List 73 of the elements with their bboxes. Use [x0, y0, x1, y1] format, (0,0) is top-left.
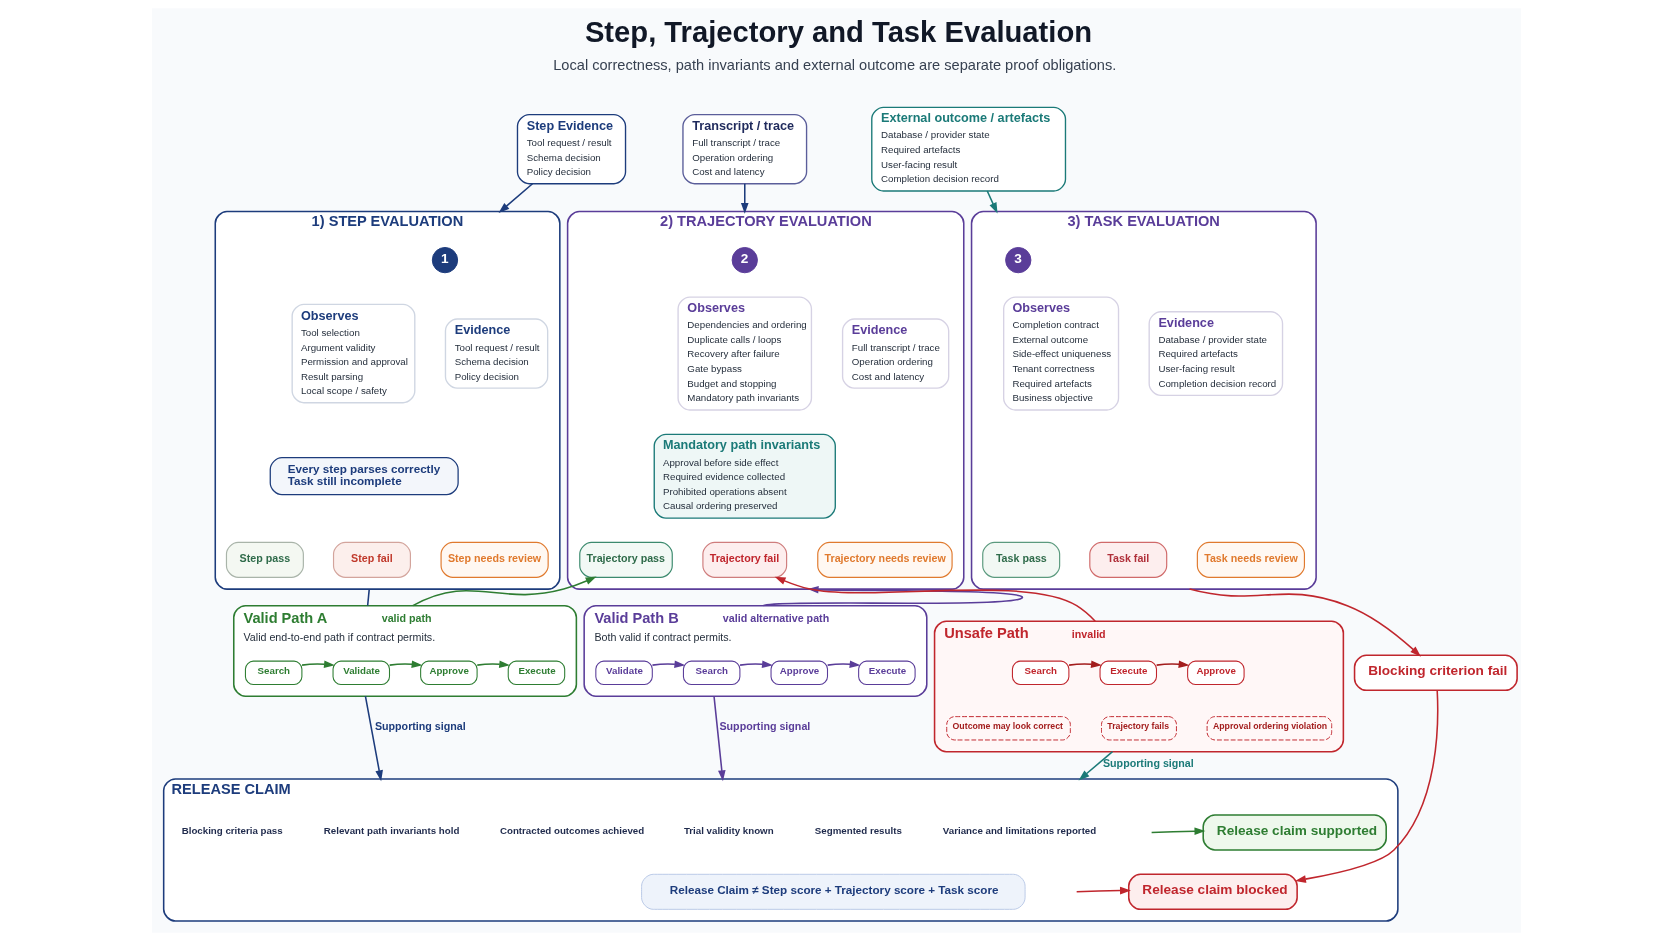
arrow — [411, 576, 597, 607]
node-box: Approve — [1186, 660, 1245, 686]
node-box: Task pass — [981, 541, 1060, 578]
node-box: Step needs review — [440, 541, 549, 578]
node-box: Release claim blocked — [1127, 873, 1298, 911]
arrow — [986, 190, 998, 214]
edge-label: Supporting signal — [718, 720, 810, 733]
node-box: Outcome may look correct — [945, 716, 1071, 741]
arrow — [388, 660, 423, 669]
connector — [366, 588, 370, 607]
arrow — [1188, 588, 1421, 657]
node-box: Release claim supported — [1201, 814, 1387, 851]
node-text: Trial validity known — [683, 824, 774, 836]
arrow — [1078, 750, 1113, 781]
edge-label: Supporting signal — [1102, 757, 1194, 770]
node-box: External outcome / artefacts Database / provider state Required artefacts User-facing result Completion decision record — [870, 106, 1066, 192]
arrow — [1075, 886, 1131, 895]
node-circle: 3 — [1004, 247, 1031, 274]
node-box: Search — [244, 660, 302, 686]
node-box: Approve — [770, 660, 828, 686]
arrow — [498, 182, 533, 213]
arrow — [1294, 689, 1438, 883]
node-box: Approval ordering violation — [1206, 716, 1332, 741]
arrow — [300, 660, 335, 669]
node-box: Trajectory fails — [1100, 716, 1177, 741]
arrow — [738, 660, 773, 669]
node-box: Approve — [419, 660, 478, 686]
node-box: Step fail — [332, 541, 411, 578]
node-box: Observes Completion contract External outcome Side-effect uniqueness Tenant correctness Required artefacts Business objective — [1002, 296, 1119, 411]
node-circle: 2 — [731, 247, 758, 274]
arrow — [476, 660, 510, 669]
caption: Local correctness, path invariants and external outcome are separate proof obligations. — [552, 56, 1116, 73]
node-box: Transcript / trace Full transcript / trace Operation ordering Cost and latency — [681, 113, 807, 185]
node-box: Execute — [1099, 660, 1157, 686]
arrow — [826, 660, 861, 669]
node-box: Validate — [594, 660, 653, 686]
arrow — [364, 695, 383, 782]
node-box: Blocking criterion fail — [1353, 654, 1518, 692]
arrow — [774, 576, 1096, 622]
node-box: Evidence Tool request / result Schema decision Policy decision — [444, 318, 548, 389]
node-box: Execute — [857, 660, 916, 686]
node-text: Relevant path invariants hold — [323, 824, 459, 836]
node-text: Segmented results — [814, 824, 902, 836]
node-box: Step Evidence Tool request / result Schema decision Policy decision — [516, 113, 626, 185]
node-box: Search — [1011, 660, 1069, 686]
node-box: Trajectory pass — [578, 541, 673, 578]
arrow — [651, 660, 685, 669]
node-box: Trajectory needs review — [816, 541, 953, 578]
node-box: Every step parses correctly Task still incomplete — [269, 457, 459, 496]
arrow — [1150, 827, 1205, 836]
arrow — [740, 182, 749, 214]
node-box: Trajectory fail — [701, 541, 787, 578]
node-box: Release Claim ≠ Step score + Trajectory score + Task score — [640, 873, 1026, 910]
node-circle: 1 — [431, 247, 458, 274]
node-box: Task needs review — [1196, 541, 1305, 578]
node-box: Task fail — [1088, 541, 1167, 578]
node-text: Blocking criteria pass — [181, 824, 283, 836]
node-box: Evidence Database / provider state Required artefacts User-facing result Completion decision record — [1148, 311, 1283, 397]
edge-label: Supporting signal — [374, 720, 466, 733]
node-text: Variance and limitations reported — [942, 824, 1096, 836]
node-text: Contracted outcomes achieved — [499, 824, 644, 836]
node-box: Step pass — [225, 541, 304, 578]
node-box: Observes Tool selection Argument validity Permission and approval Result parsing Local scope / safety — [291, 303, 415, 404]
diagram-title: Step, Trajectory and Task Evaluation — [584, 16, 1092, 49]
arrow — [712, 695, 726, 782]
arrow — [1067, 660, 1102, 669]
node-box: Validate — [332, 660, 390, 686]
arrow — [1155, 660, 1190, 669]
node-box: Observes Dependencies and ordering Duplicate calls / loops Recovery after failure Gate bypass Budget and stopping Mandatory path invariants — [676, 296, 812, 411]
node-box: Search — [682, 660, 740, 686]
node-box: Mandatory path invariants Approval before side effect Required evidence collected Prohibited operations absent Causal ordering preserved — [653, 433, 836, 519]
node-box: Execute — [507, 660, 565, 686]
node-box: Evidence Full transcript / trace Operation ordering Cost and latency — [841, 318, 949, 389]
